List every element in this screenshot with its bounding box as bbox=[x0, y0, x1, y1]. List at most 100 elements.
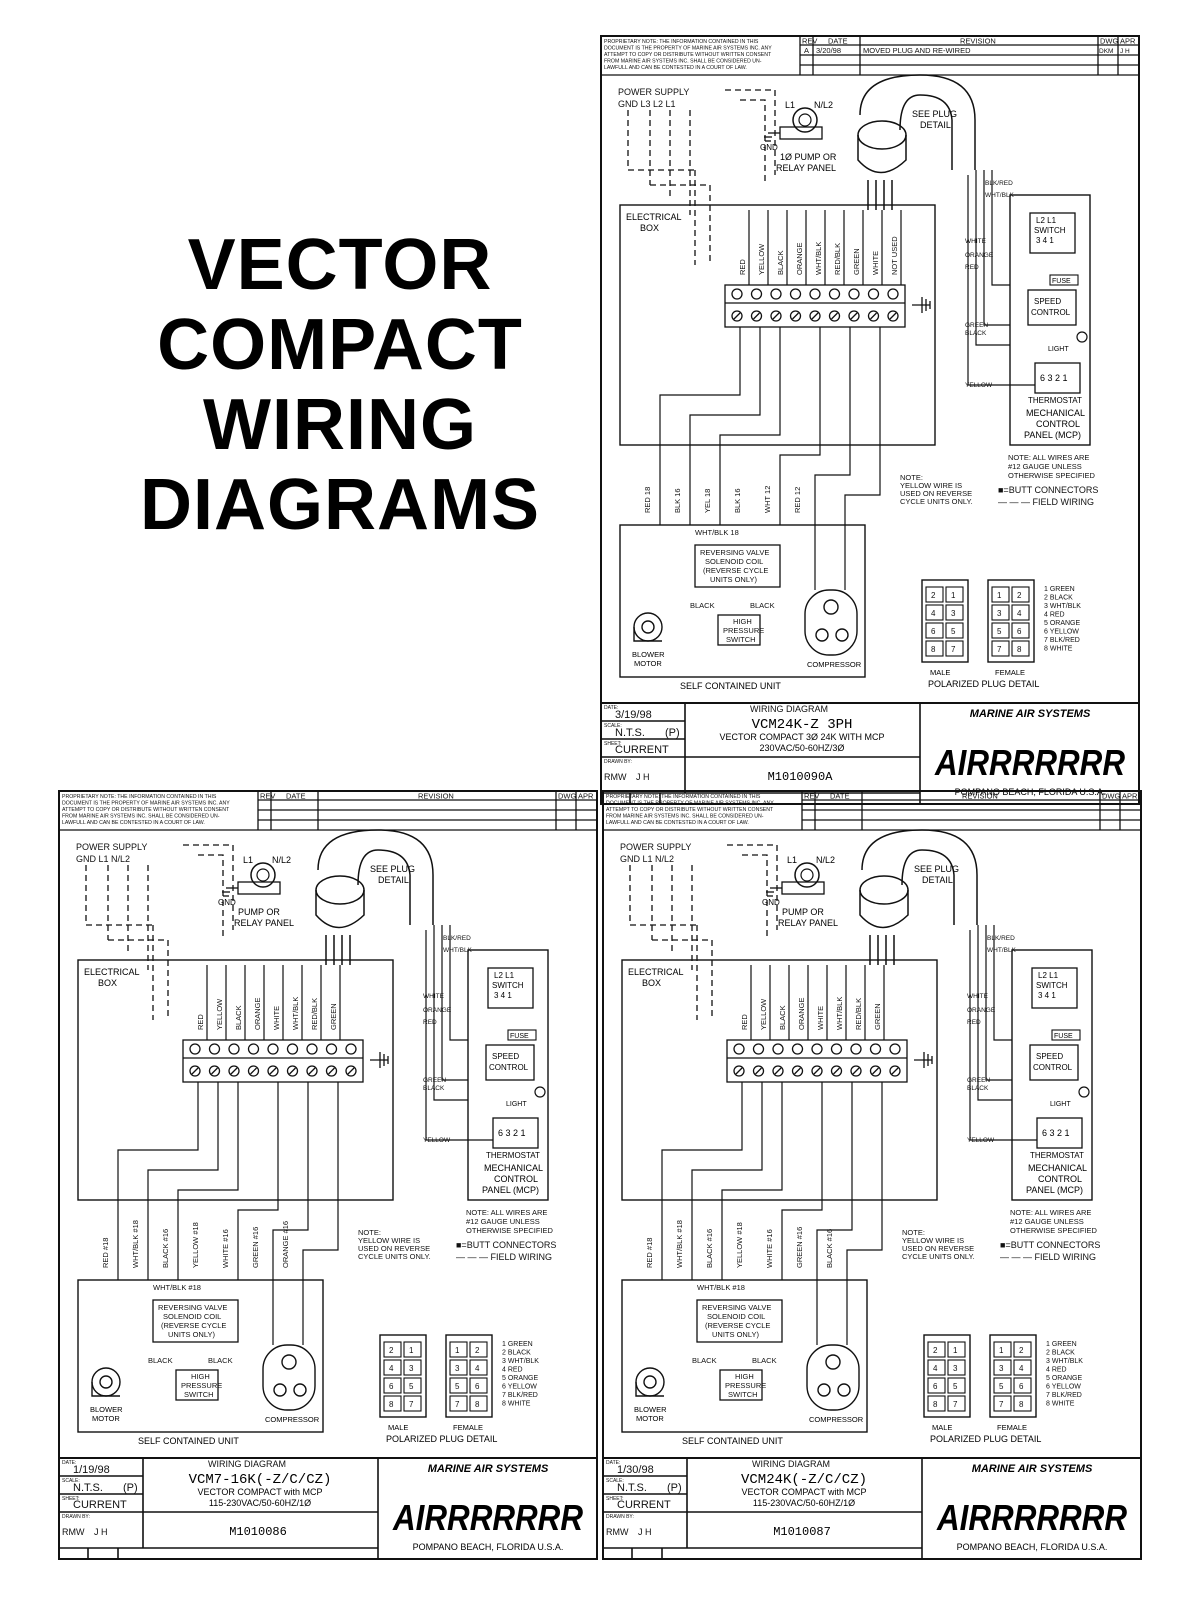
blower-label: BLOWER bbox=[634, 1405, 667, 1414]
mcp-switch bbox=[1029, 212, 1076, 254]
rv-label: REVERSING VALVE bbox=[702, 1303, 771, 1312]
plug-pin bbox=[925, 604, 944, 621]
speed-control-label: CONTROL bbox=[1033, 1063, 1073, 1072]
plug-pin-number: 7 bbox=[951, 645, 956, 654]
tb-p: (P) bbox=[123, 1482, 138, 1494]
tb-drawing-no: M1010087 bbox=[773, 1525, 831, 1539]
plug-pin bbox=[469, 1341, 488, 1358]
self-contained-label: SELF CONTAINED UNIT bbox=[680, 681, 781, 691]
box-wire-label: NOT USED bbox=[890, 236, 899, 275]
blower-label: BLOWER bbox=[90, 1405, 123, 1414]
plug-pin bbox=[1011, 586, 1030, 603]
terminal-screw bbox=[306, 1065, 318, 1077]
plug-pin bbox=[403, 1359, 422, 1376]
plug-pin bbox=[945, 604, 964, 621]
mcp-wire-label: ORANGE bbox=[423, 1007, 452, 1014]
tb-p: (P) bbox=[667, 1482, 682, 1494]
low-wire-label: BLK 16 bbox=[673, 488, 682, 513]
plug-pin-number: 8 bbox=[475, 1400, 480, 1409]
female-plug bbox=[445, 1334, 493, 1418]
terminal-slot bbox=[191, 1067, 199, 1075]
terminal-screw bbox=[733, 1043, 745, 1055]
proprietary-line: ATTEMPT TO COPY OR DISTRIBUTE WITHOUT WR… bbox=[604, 52, 772, 58]
rev-header: REVISION bbox=[418, 792, 454, 801]
terminal-slot bbox=[811, 312, 819, 320]
see-plug-label: DETAIL bbox=[378, 875, 409, 885]
switch-nums: 3 4 1 bbox=[1038, 991, 1056, 1000]
pump-nl2: N/L2 bbox=[272, 855, 291, 865]
pump-nl2: N/L2 bbox=[816, 855, 835, 865]
pump-gnd: GND bbox=[218, 898, 236, 907]
mechanical-control-panel: L2 L1 SWITCH 3 4 1 FUSE SPEED CONTROL LI… bbox=[1009, 194, 1091, 446]
terminal-slot bbox=[211, 1067, 218, 1075]
mechanical-control-panel: L2 L1 SWITCH 3 4 1 FUSE SPEED CONTROL LI… bbox=[467, 949, 549, 1201]
terminal-screw bbox=[811, 1065, 823, 1077]
rev-header: REVISION bbox=[960, 37, 996, 46]
pump-label: PUMP OR bbox=[782, 907, 824, 917]
speed-control-label: SPEED bbox=[492, 1052, 519, 1061]
switch-l2l1: L2 L1 bbox=[1036, 216, 1057, 225]
plug-color-item: 3 WHT/BLK bbox=[1044, 603, 1081, 610]
plug-color-item: 5 ORANGE bbox=[1044, 620, 1081, 627]
switch-l2l1: L2 L1 bbox=[494, 971, 515, 980]
cover-title: VECTOR COMPACT WIRING DIAGRAMS bbox=[60, 225, 620, 545]
plug-color-item: 5 ORANGE bbox=[1046, 1375, 1083, 1382]
thermostat-terms: 6 3 2 1 bbox=[1042, 1128, 1070, 1138]
tb-label: DATE: bbox=[604, 705, 618, 711]
plug-pin bbox=[449, 1395, 468, 1412]
proprietary-line: FROM MARINE AIR SYSTEMS INC. SHALL BE CO… bbox=[62, 814, 220, 820]
rev-header: DWG bbox=[1100, 37, 1118, 46]
proprietary-line: LAWFULL AND CAN BE CONTESTED IN A COURT … bbox=[606, 820, 749, 826]
elec-box-label: ELECTRICAL bbox=[626, 212, 682, 222]
terminal-slot bbox=[774, 1067, 782, 1075]
thermostat-label: THERMOSTAT bbox=[1030, 1151, 1084, 1160]
mcp-wire-label: GREEN bbox=[423, 1077, 446, 1084]
rv-black-right: BLACK bbox=[750, 601, 775, 610]
plug-pin-number: 5 bbox=[455, 1382, 460, 1391]
plug-pin-number: 5 bbox=[409, 1382, 414, 1391]
mcp-wire-label: ORANGE bbox=[965, 252, 994, 259]
terminal-screw bbox=[189, 1065, 201, 1077]
terminal-screw bbox=[752, 1043, 765, 1055]
low-wire-label: RED 18 bbox=[643, 487, 652, 513]
cover-title-line: WIRING bbox=[203, 385, 477, 465]
tb-wiring-diagram: WIRING DIAGRAM bbox=[208, 1459, 286, 1469]
plug-pin bbox=[927, 1359, 946, 1376]
hps-label: HIGH bbox=[191, 1372, 210, 1381]
terminal-screw bbox=[811, 1043, 823, 1055]
terminal-screw bbox=[869, 1065, 882, 1077]
power-supply-label: POWER SUPPLY bbox=[76, 842, 147, 852]
compressor-label: COMPRESSOR bbox=[807, 660, 862, 669]
tb-model: VCM7-16K(-Z/C/CZ) bbox=[189, 1472, 332, 1488]
tb-label: SCALE: bbox=[62, 1478, 80, 1484]
light-icon bbox=[534, 1086, 546, 1098]
male-label: MALE bbox=[930, 668, 950, 677]
terminal-screw bbox=[750, 288, 763, 300]
terminal-slot bbox=[870, 312, 877, 320]
note-gauge: OTHERWISE SPECIFIED bbox=[1008, 471, 1096, 480]
sheet-vcm24k-z-3ph: PROPRIETARY NOTE: THE INFORMATION CONTAI… bbox=[600, 35, 1140, 810]
fuse-label: FUSE bbox=[1052, 278, 1071, 285]
box-wire-label: WHITE bbox=[871, 251, 880, 275]
marine-air-logo: MARINE AIR SYSTEMS AIRRRRRRR POMPANO BEA… bbox=[934, 708, 1125, 797]
male-label: MALE bbox=[388, 1423, 408, 1432]
box-wire-label: RED/BLK bbox=[854, 998, 863, 1030]
terminal-screw bbox=[345, 1065, 357, 1077]
plug-pin-number: 2 bbox=[475, 1346, 480, 1355]
terminal-slot bbox=[833, 1067, 840, 1075]
terminal-slot bbox=[347, 1067, 355, 1075]
note-yellow: NOTE: bbox=[902, 1228, 925, 1237]
tb-desc: VECTOR COMPACT with MCP bbox=[197, 1487, 322, 1497]
plug-pin-number: 8 bbox=[1019, 1400, 1024, 1409]
thermostat-label: THERMOSTAT bbox=[1028, 396, 1082, 405]
fuse bbox=[507, 1029, 537, 1041]
rv-black-left: BLACK bbox=[690, 601, 715, 610]
box-wire-label: GREEN bbox=[329, 1003, 338, 1030]
hps-label: HIGH bbox=[733, 617, 752, 626]
proprietary-line: LAWFULL AND CAN BE CONTESTED IN A COURT … bbox=[62, 820, 205, 826]
plug-pin-number: 8 bbox=[389, 1400, 394, 1409]
plug-pin bbox=[925, 586, 944, 603]
terminal-slot bbox=[772, 312, 780, 320]
plug-pin-number: 3 bbox=[951, 609, 956, 618]
female-label: FEMALE bbox=[453, 1423, 483, 1432]
